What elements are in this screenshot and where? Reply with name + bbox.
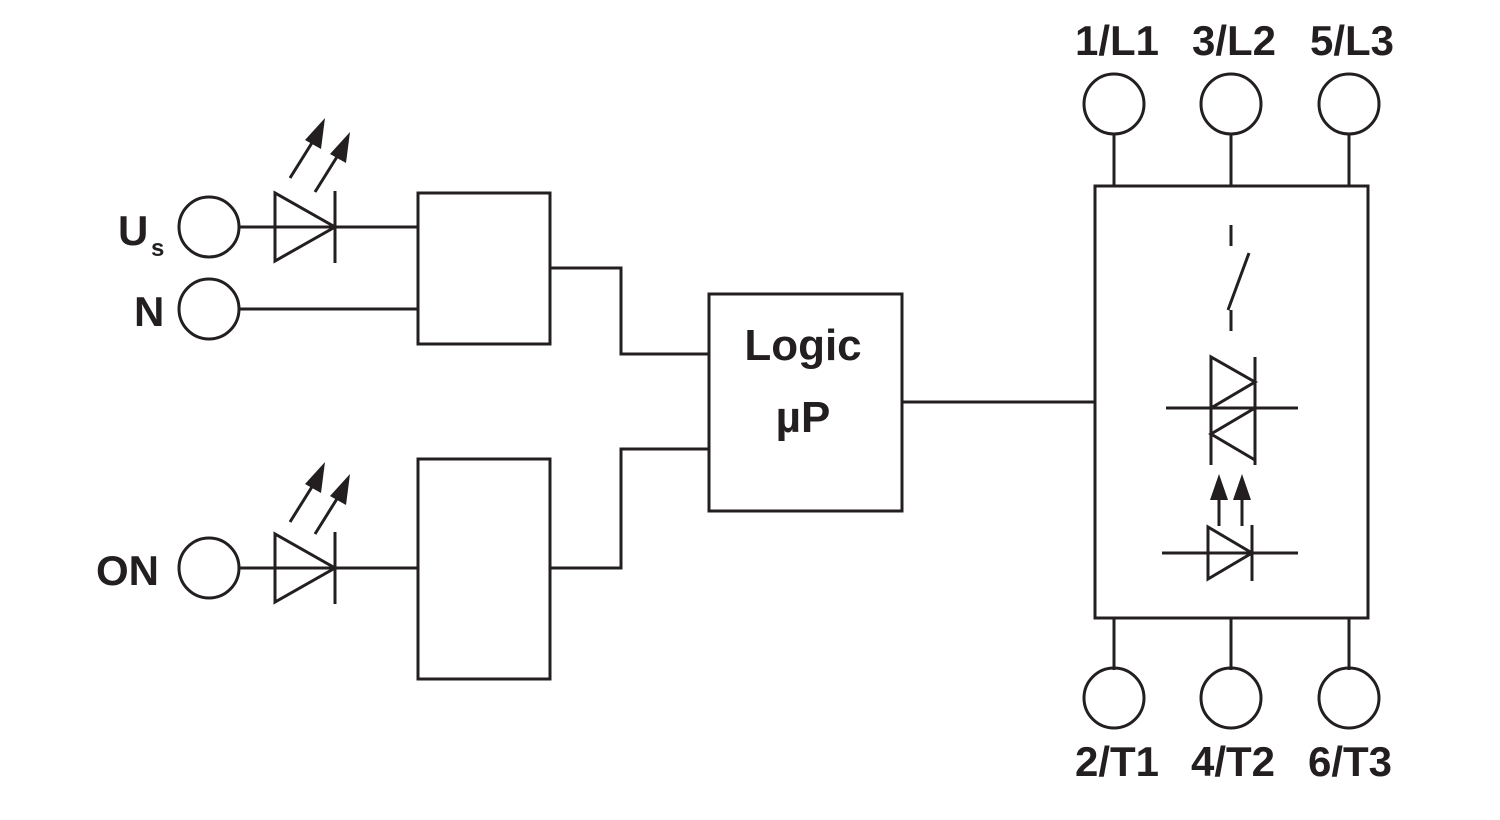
terminal-6-t3 <box>1317 666 1381 730</box>
switch-contact-icon <box>1226 225 1251 331</box>
logic-label: Logic <box>744 321 861 370</box>
terminal-4-t2 <box>1199 666 1263 730</box>
us-terminal-subscript: s <box>151 235 164 262</box>
terminal-2-t1 <box>1082 666 1146 730</box>
terminal-1-l1-label: 1/L1 <box>1075 17 1159 64</box>
us-led-icon <box>239 118 418 264</box>
terminal-4-t2-label: 4/T2 <box>1191 738 1275 785</box>
terminal-3-l2-label: 3/L2 <box>1192 17 1276 64</box>
supply-input-block <box>416 191 552 346</box>
microprocessor-label: µP <box>776 393 831 442</box>
control-input-block <box>416 457 552 681</box>
n-terminal-label: N <box>134 288 164 335</box>
terminal-1-l1 <box>1082 72 1146 136</box>
terminal-5-l3-label: 5/L3 <box>1310 17 1394 64</box>
supply-to-logic-wire <box>550 266 709 356</box>
on-terminal-label: ON <box>96 547 159 594</box>
us-terminal-label: U <box>118 207 148 254</box>
terminal-2-t1-label: 2/T1 <box>1075 738 1159 785</box>
n-terminal <box>177 277 241 341</box>
optocoupler-arrows-icon <box>1210 474 1251 526</box>
us-terminal <box>177 195 241 259</box>
terminal-3-l2 <box>1199 72 1263 136</box>
opto-led-icon <box>1162 524 1298 582</box>
on-led-icon <box>239 462 418 605</box>
triac-icon <box>1166 354 1298 465</box>
terminal-6-t3-label: 6/T3 <box>1308 738 1392 785</box>
control-to-logic-wire <box>550 447 709 570</box>
terminal-5-l3 <box>1317 72 1381 136</box>
on-terminal <box>177 536 241 600</box>
